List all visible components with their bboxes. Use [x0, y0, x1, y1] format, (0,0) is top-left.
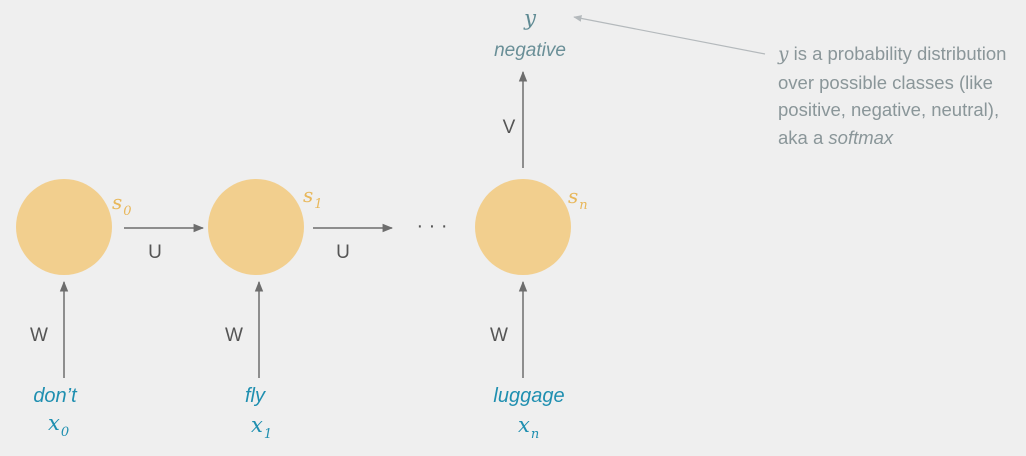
rnn-state-node-0 [16, 179, 112, 275]
recurrent-weight-label-1: U [336, 242, 350, 263]
note-text: is a probability distribution over possi… [778, 43, 1007, 148]
input-weight-label-0: W [30, 325, 48, 346]
input-var-n: xn [518, 413, 539, 442]
ellipsis: · · · [416, 215, 447, 237]
state-label-0: s0 [112, 190, 132, 219]
state-label-1: s1 [303, 183, 323, 212]
input-var-0: x0 [48, 411, 69, 440]
note-emphasis: softmax [828, 126, 894, 148]
input-weight-label-n: W [490, 325, 508, 346]
input-word-1: fly [245, 385, 266, 407]
annotation-note: y is a probability distribution over pos… [778, 40, 1023, 151]
recurrent-weight-label-0: U [148, 242, 162, 263]
input-weight-label-1: W [225, 325, 243, 346]
rnn-state-node-n [475, 179, 571, 275]
output-var: y [523, 6, 537, 30]
note-pointer-arrow [573, 15, 766, 55]
input-var-1: x1 [251, 413, 272, 442]
output-weight-label: V [503, 117, 516, 138]
input-word-0: don’t [33, 385, 78, 407]
state-label-n: sn [568, 184, 588, 213]
input-word-n: luggage [493, 385, 564, 407]
note-var: y [778, 44, 789, 65]
rnn-state-node-1 [208, 179, 304, 275]
output-word: negative [494, 40, 566, 61]
